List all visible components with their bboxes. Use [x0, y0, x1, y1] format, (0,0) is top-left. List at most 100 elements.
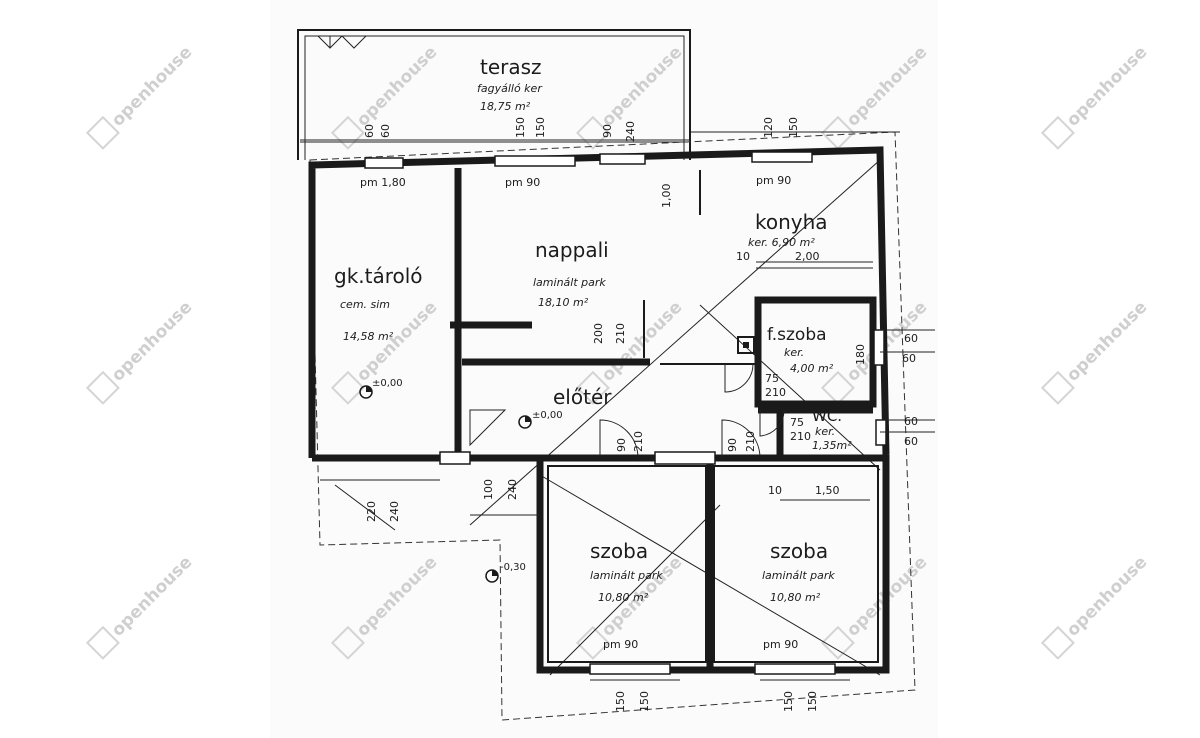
terrace-outline	[297, 29, 691, 160]
dimension-label: 210	[632, 431, 645, 452]
walls	[308, 146, 890, 674]
room-floor-szoba-left: laminált park	[590, 569, 663, 582]
parapet-label: pm 1,80	[360, 176, 406, 189]
dimension-label: 120	[762, 117, 775, 138]
dimension-lines	[300, 131, 935, 681]
room-floor-wc: ker.	[815, 425, 835, 438]
dimension-label: 1,00	[660, 184, 673, 209]
window	[599, 153, 646, 165]
room-name-eloter: előtér	[553, 385, 612, 409]
door-swings	[469, 363, 785, 459]
dimension-label: 210	[744, 431, 757, 452]
dimension-label: 2,00	[795, 250, 820, 263]
dimension-label: 60	[379, 124, 392, 138]
room-area-terasz: 18,75 m²	[480, 100, 531, 113]
dimension-label: 240	[388, 501, 401, 522]
dimension-label: 240	[506, 479, 519, 500]
dimension-label: 150	[638, 691, 651, 712]
window	[589, 663, 671, 675]
level-markers	[359, 385, 532, 583]
room-area-nappali: 18,10 m²	[538, 296, 589, 309]
watermark-logo-icon	[330, 115, 365, 150]
watermark-text: openhouse	[108, 552, 196, 640]
dimension-label: 150	[514, 117, 527, 138]
level-label: -0,30	[500, 562, 526, 573]
room-floor-f-szoba: ker.	[784, 346, 804, 359]
watermark-text: openhouse	[108, 42, 196, 130]
dimension-label: 60	[904, 332, 918, 345]
dimension-label: 220	[365, 501, 378, 522]
watermark-logo-icon	[85, 115, 120, 150]
dimension-label: 180	[854, 344, 867, 365]
dimension-label: 75	[765, 372, 779, 385]
window	[439, 451, 471, 465]
dimension-label: 1,50	[815, 484, 840, 497]
level-label: ±0,00	[532, 410, 563, 421]
watermark-text: openhouse	[1063, 552, 1151, 640]
room-name-wc: WC.	[812, 407, 842, 425]
room-floor-konyha: ker. 6,90 m²	[748, 236, 815, 249]
dimension-label: 240	[624, 121, 637, 142]
watermark-logo-icon	[575, 115, 610, 150]
watermark-logo-icon	[330, 625, 365, 660]
dimension-label: 150	[614, 691, 627, 712]
room-name-szoba-right: szoba	[770, 539, 828, 563]
room-area-szoba-left: 10,80 m²	[598, 591, 649, 604]
dimension-label: 150	[534, 117, 547, 138]
dimension-label: 210	[765, 386, 786, 399]
dimension-label: 150	[782, 691, 795, 712]
dimension-label: 60	[902, 352, 916, 365]
room-name-konyha: konyha	[755, 210, 828, 234]
dimension-label: 90	[615, 438, 628, 452]
watermark-logo-icon	[330, 370, 365, 405]
watermark-text: openhouse	[1063, 297, 1151, 385]
watermark-logo-icon	[575, 625, 610, 660]
parapet-label: pm 90	[603, 638, 638, 651]
room-name-szoba-left: szoba	[590, 539, 648, 563]
dimension-label: 75	[790, 416, 804, 429]
room-floor-terasz: fagyálló ker	[477, 82, 543, 95]
room-name-terasz: terasz	[480, 55, 542, 79]
dimension-label: 60	[363, 124, 376, 138]
window	[751, 151, 813, 163]
room-area-gk-tarolo: 14,58 m²	[343, 330, 394, 343]
parapet-label: pm 90	[505, 176, 540, 189]
watermark-logo-icon	[1040, 370, 1075, 405]
room-name-gk-tarolo: gk.tároló	[334, 264, 423, 288]
room-floor-szoba-right: laminált park	[762, 569, 835, 582]
dimension-label: 210	[790, 430, 811, 443]
watermark-logo-icon	[1040, 115, 1075, 150]
room-area-f-szoba: 4,00 m²	[790, 362, 834, 375]
dimension-label: 10	[768, 484, 782, 497]
watermark-logo-icon	[1040, 625, 1075, 660]
scan-paper	[270, 0, 938, 738]
dimension-label: 90	[726, 438, 739, 452]
room-area-wc: 1,35m²	[812, 439, 852, 452]
watermark-logo-icon	[820, 625, 855, 660]
watermark-text: openhouse	[1063, 42, 1151, 130]
chimney-core	[743, 342, 749, 348]
window	[364, 157, 404, 169]
dimension-label: 150	[787, 117, 800, 138]
room-floor-gk-tarolo: cem. sim	[340, 298, 390, 311]
dimension-label: 210	[614, 323, 627, 344]
window	[873, 329, 885, 366]
level-label: ±0,00	[372, 378, 403, 389]
room-name-f-szoba: f.szoba	[767, 325, 827, 345]
room-name-nappali: nappali	[535, 238, 609, 262]
watermark-text: openhouse	[108, 297, 196, 385]
dimension-label: 150	[806, 691, 819, 712]
dimension-label: 200	[592, 323, 605, 344]
dimension-label: 60	[904, 415, 918, 428]
watermark-logo-icon	[820, 370, 855, 405]
dimension-label: 90	[601, 124, 614, 138]
room-area-szoba-right: 10,80 m²	[770, 591, 821, 604]
window	[754, 663, 836, 675]
dimension-label: 60	[904, 435, 918, 448]
chimney	[737, 336, 755, 354]
parapet-label: pm 90	[763, 638, 798, 651]
room-floor-nappali: laminált park	[533, 276, 606, 289]
watermark-logo-icon	[85, 625, 120, 660]
watermark-logo-icon	[575, 370, 610, 405]
